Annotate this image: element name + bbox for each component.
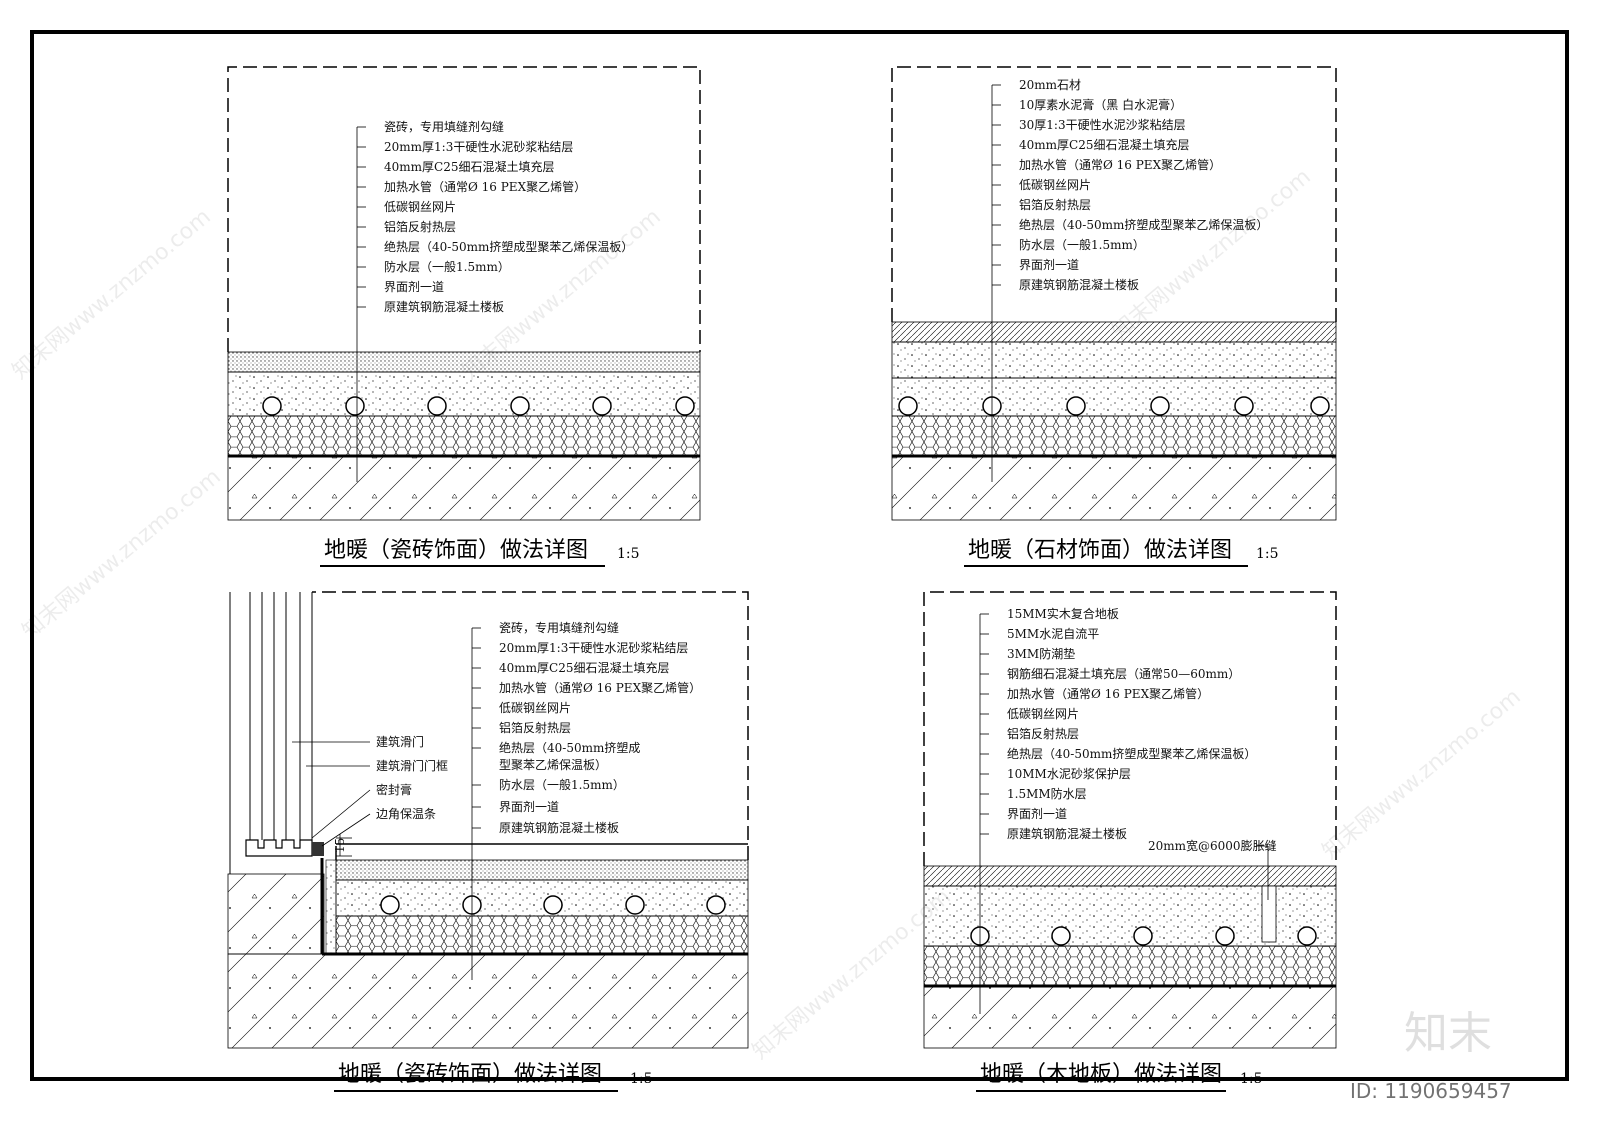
side-label: 边角保温条: [376, 807, 436, 821]
layer-label: 界面剂一道: [499, 799, 559, 814]
layer-label: 1.5MM防水层: [1007, 786, 1087, 801]
panel-title: 地暖（瓷砖饰面）做法详图: [324, 538, 588, 563]
layer-label: 15MM实木复合地板: [1007, 606, 1119, 621]
layer-label: 低碳钢丝网片: [499, 701, 571, 715]
panel-title: 地暖（石材饰面）做法详图: [968, 538, 1232, 563]
layer-label: 铝箔反射热层: [1007, 726, 1079, 741]
panel-scale: 1:5: [1256, 546, 1279, 562]
watermark-text: 知末网www.znzmo.com: [8, 204, 216, 384]
dimension-mark: 15: [333, 834, 352, 857]
layer-label: 加热水管（通常Ø 16 PEX聚乙烯管）: [384, 179, 586, 194]
joint-leader: [1256, 845, 1269, 900]
side-label: 密封膏: [376, 782, 412, 797]
layer-label: 20mm石材: [1019, 78, 1081, 92]
dimension-value: 15: [333, 838, 347, 853]
layer-label: 防水层（一般1.5mm）: [384, 259, 510, 274]
layer-label: 钢筋细石混凝土填充层（通常50—60mm）: [1007, 666, 1240, 681]
layer-label: 绝热层（40-50mm挤塑成型聚苯乙烯保温板）: [1019, 217, 1268, 232]
leader-ticks: [992, 84, 1001, 286]
panel-scale: 1:5: [1240, 1071, 1263, 1087]
layer-label: 防水层（一般1.5mm）: [499, 777, 625, 792]
layer-label: 铝箔反射热层: [384, 219, 456, 234]
side-label: 建筑滑门: [376, 734, 424, 749]
image-id: ID: 1190659457: [1350, 1079, 1512, 1103]
layer-label: 铝箔反射热层: [1019, 197, 1091, 212]
layer-label: 加热水管（通常Ø 16 PEX聚乙烯管）: [499, 680, 701, 695]
layer-label: 原建筑钢筋混凝土楼板: [499, 820, 619, 835]
pipe-row: [380, 895, 726, 915]
panel-4: 15MM实木复合地板 5MM水泥自流平 3MM防潮垫 钢筋细石混凝土填充层（通常…: [923, 591, 1337, 1092]
layer-label: 40mm厚C25细石混凝土填充层: [499, 660, 669, 675]
layer-label: 绝热层（40-50mm挤塑成型聚苯乙烯保温板）: [1007, 746, 1256, 761]
brand-logo: 知末: [1404, 1008, 1492, 1059]
layer-label: 10MM水泥砂浆保护层: [1007, 766, 1131, 781]
layer-label: 原建筑钢筋混凝土楼板: [384, 299, 504, 314]
layer-label: 低碳钢丝网片: [384, 200, 456, 214]
layer-label: 型聚苯乙烯保温板）: [499, 758, 607, 772]
leader-ticks: [357, 126, 366, 308]
leader-ticks: [980, 613, 989, 835]
panel-3: 瓷砖，专用填缝剂勾缝 20mm厚1:3干硬性水泥砂浆粘结层 40mm厚C25细石…: [227, 591, 749, 1092]
sheet-border: [30, 30, 1569, 1081]
watermark-text: 知末网www.znzmo.com: [1108, 164, 1316, 344]
layer-label: 40mm厚C25细石混凝土填充层: [1019, 137, 1189, 152]
layer-label: 绝热层（40-50mm挤塑成型聚苯乙烯保温板）: [384, 239, 633, 254]
panel-scale: 1:5: [617, 546, 640, 562]
layer-label: 界面剂一道: [384, 279, 444, 294]
side-leaders: [292, 741, 371, 847]
watermark-text: 知末网www.znzmo.com: [1318, 684, 1526, 864]
layer-label: 5MM水泥自流平: [1007, 627, 1099, 641]
layer-label: 加热水管（通常Ø 16 PEX聚乙烯管）: [1007, 686, 1209, 701]
layer-label: 低碳钢丝网片: [1007, 707, 1079, 721]
layer-label: 20mm厚1:3干硬性水泥砂浆粘结层: [499, 640, 688, 655]
panel-scale: 1:5: [630, 1071, 653, 1087]
pipe-row: [262, 396, 695, 416]
layer-label: 瓷砖，专用填缝剂勾缝: [384, 119, 504, 134]
layer-label: 原建筑钢筋混凝土楼板: [1019, 277, 1139, 292]
layer-label: 界面剂一道: [1007, 806, 1067, 821]
joint-label: 20mm宽@6000膨胀缝: [1148, 838, 1277, 853]
side-label: 建筑滑门门框: [376, 758, 448, 773]
layer-label: 界面剂一道: [1019, 257, 1079, 272]
layer-label: 铝箔反射热层: [499, 720, 571, 735]
panel-title: 地暖（木地板）做法详图: [980, 1062, 1222, 1087]
panel-2: 20mm石材 10厚素水泥膏（黑 白水泥膏） 30厚1:3干硬性水泥沙浆粘结层 …: [891, 66, 1337, 567]
layer-label: 加热水管（通常Ø 16 PEX聚乙烯管）: [1019, 157, 1221, 172]
leader-ticks: [472, 627, 481, 829]
pipe-row: [970, 926, 1317, 946]
layer-label: 40mm厚C25细石混凝土填充层: [384, 159, 554, 174]
door-frame: [245, 839, 313, 857]
layer-label: 30厚1:3干硬性水泥沙浆粘结层: [1019, 117, 1186, 132]
watermark-text: 知末网www.znzmo.com: [18, 464, 226, 644]
layer-label: 低碳钢丝网片: [1019, 178, 1091, 192]
layer-label: 防水层（一般1.5mm）: [1019, 237, 1145, 252]
layer-label: 3MM防潮垫: [1007, 646, 1075, 661]
layer-label: 20mm厚1:3干硬性水泥砂浆粘结层: [384, 139, 573, 154]
layer-label: 10厚素水泥膏（黑 白水泥膏）: [1019, 97, 1182, 112]
layer-label: 瓷砖，专用填缝剂勾缝: [499, 620, 619, 635]
panel-1: 瓷砖，专用填缝剂勾缝 20mm厚1:3干硬性水泥砂浆粘结层 40mm厚C25细石…: [227, 66, 701, 567]
layer-label: 原建筑钢筋混凝土楼板: [1007, 826, 1127, 841]
layer-label: 绝热层（40-50mm挤塑成: [499, 740, 640, 755]
panel-title: 地暖（瓷砖饰面）做法详图: [338, 1062, 602, 1087]
